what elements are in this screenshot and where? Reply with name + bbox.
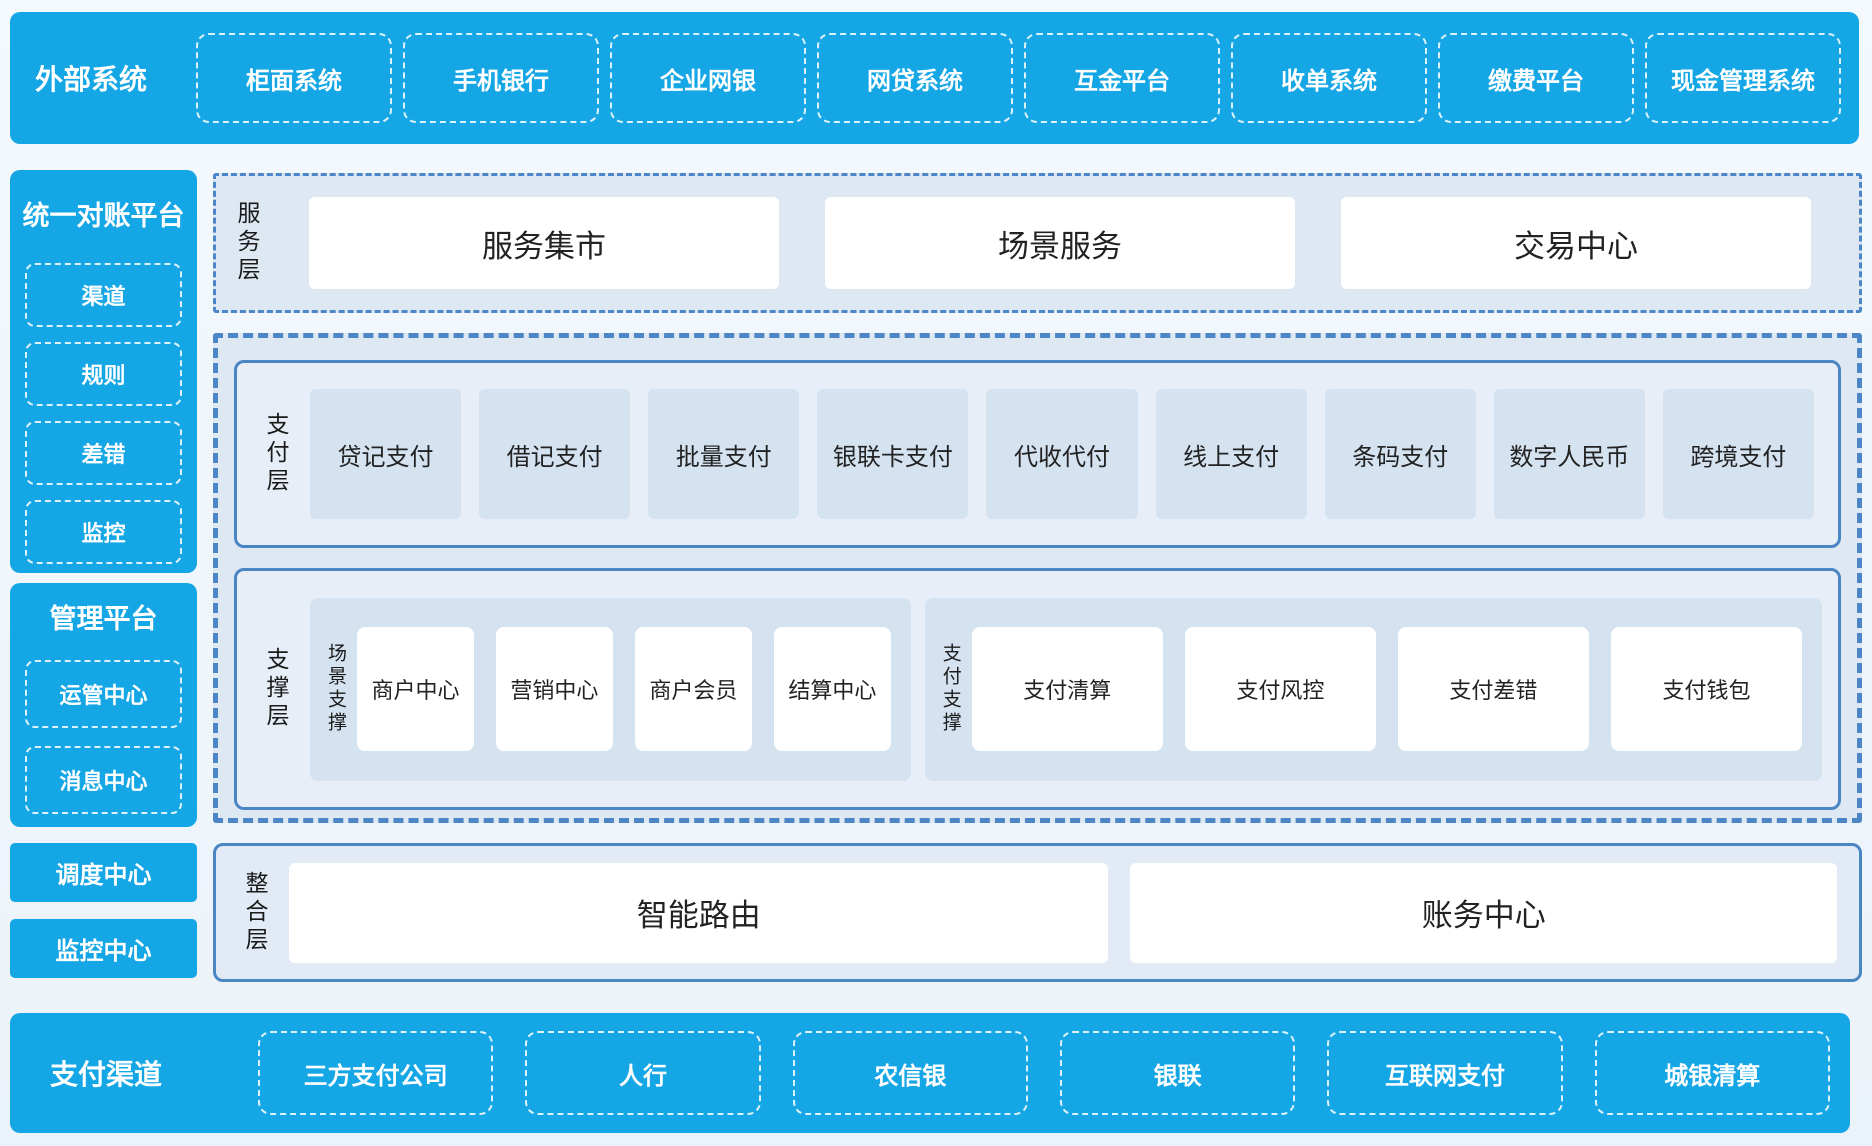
mgmt-platform-title: 管理平台 bbox=[49, 604, 158, 635]
support-item: 支付差错 bbox=[1397, 627, 1589, 751]
external-systems-bar: 外部系统 柜面系统 手机银行 企业网银 网贷系统 互金平台 收单系统 缴费平台 … bbox=[10, 12, 1859, 144]
support-group-payment: 支付支撑 支付清算 支付风控 支付差错 支付钱包 bbox=[924, 597, 1822, 781]
payment-support-label: 支付支撑 bbox=[939, 643, 962, 735]
support-layer-label: 支撑层 bbox=[262, 647, 288, 731]
payment-channels-title: 支付渠道 bbox=[50, 1058, 163, 1091]
integration-layer-items: 智能路由 账务中心 bbox=[289, 862, 1837, 963]
service-item: 交易中心 bbox=[1341, 197, 1811, 289]
payment-item: 代收代付 bbox=[986, 389, 1138, 519]
service-layer-label: 服务层 bbox=[233, 201, 259, 285]
external-system-item: 网贷系统 bbox=[817, 33, 1013, 123]
integration-item: 账务中心 bbox=[1130, 862, 1837, 963]
recon-platform-title: 统一对账平台 bbox=[22, 201, 185, 232]
recon-platform-items: 渠道 规则 差错 监控 bbox=[25, 263, 182, 564]
monitor-center-box: 监控中心 bbox=[10, 919, 197, 978]
mgmt-item: 运管中心 bbox=[25, 660, 182, 728]
scene-support-items: 商户中心 营销中心 商户会员 结算中心 bbox=[357, 627, 891, 751]
sidebar: 统一对账平台 渠道 规则 差错 监控 管理平台 运管中心 消息中心 调度中心 监… bbox=[10, 170, 197, 978]
support-layer-box: 支撑层 场景支撑 商户中心 营销中心 商户会员 结算中心 支付支撑 bbox=[234, 568, 1841, 810]
recon-item: 差错 bbox=[25, 421, 182, 485]
external-system-item: 手机银行 bbox=[403, 33, 599, 123]
integration-layer-label: 整合层 bbox=[241, 870, 267, 955]
integration-layer-box: 整合层 智能路由 账务中心 bbox=[213, 843, 1862, 982]
payment-item: 批量支付 bbox=[648, 389, 800, 519]
external-system-item: 企业网银 bbox=[610, 33, 806, 123]
recon-platform-panel: 统一对账平台 渠道 规则 差错 监控 bbox=[10, 170, 197, 573]
support-item: 支付钱包 bbox=[1610, 627, 1803, 751]
support-item: 商户中心 bbox=[357, 627, 474, 751]
support-item: 营销中心 bbox=[495, 627, 613, 751]
mgmt-platform-panel: 管理平台 运管中心 消息中心 bbox=[10, 583, 197, 827]
integration-item: 智能路由 bbox=[289, 862, 1109, 963]
payment-layer-items: 贷记支付 借记支付 批量支付 银联卡支付 代收代付 线上支付 条码支付 数字人民… bbox=[310, 389, 1814, 519]
support-item: 商户会员 bbox=[634, 627, 752, 751]
external-systems-items: 柜面系统 手机银行 企业网银 网贷系统 互金平台 收单系统 缴费平台 现金管理系… bbox=[196, 33, 1841, 123]
payment-channel-item: 城银清算 bbox=[1594, 1031, 1830, 1115]
external-system-item: 收单系统 bbox=[1231, 33, 1427, 123]
mgmt-platform-items: 运管中心 消息中心 bbox=[25, 660, 182, 814]
support-groups: 场景支撑 商户中心 营销中心 商户会员 结算中心 支付支撑 支付清算 支付风控 bbox=[310, 597, 1822, 781]
external-systems-title: 外部系统 bbox=[34, 63, 147, 96]
payment-channel-item: 人行 bbox=[525, 1031, 761, 1115]
payment-item: 贷记支付 bbox=[310, 389, 462, 519]
external-system-item: 互金平台 bbox=[1024, 33, 1220, 123]
payment-channel-item: 农信银 bbox=[792, 1031, 1028, 1115]
payment-item: 数字人民币 bbox=[1493, 389, 1645, 519]
service-layer-panel: 服务层 服务集市 场景服务 交易中心 bbox=[213, 173, 1862, 313]
payment-support-container: 支付层 贷记支付 借记支付 批量支付 银联卡支付 代收代付 线上支付 条码支付 … bbox=[213, 333, 1862, 823]
recon-item: 规则 bbox=[25, 342, 182, 406]
service-layer-items: 服务集市 场景服务 交易中心 bbox=[309, 197, 1811, 289]
recon-item: 监控 bbox=[25, 500, 182, 564]
recon-item: 渠道 bbox=[25, 263, 182, 327]
service-item: 服务集市 bbox=[309, 197, 779, 289]
support-item: 结算中心 bbox=[773, 627, 891, 751]
payment-item: 借记支付 bbox=[479, 389, 631, 519]
payment-channels-bar: 支付渠道 三方支付公司 人行 农信银 银联 互联网支付 城银清算 bbox=[10, 1013, 1850, 1133]
payment-item: 银联卡支付 bbox=[817, 389, 969, 519]
payment-support-items: 支付清算 支付风控 支付差错 支付钱包 bbox=[971, 627, 1803, 751]
support-group-scene: 场景支撑 商户中心 营销中心 商户会员 结算中心 bbox=[310, 597, 911, 781]
payment-channel-items: 三方支付公司 人行 农信银 银联 互联网支付 城银清算 bbox=[258, 1031, 1830, 1115]
payment-channel-item: 三方支付公司 bbox=[258, 1031, 494, 1115]
payment-channel-item: 银联 bbox=[1059, 1031, 1296, 1115]
payment-item: 线上支付 bbox=[1155, 389, 1307, 519]
mgmt-item: 消息中心 bbox=[25, 746, 182, 814]
external-system-item: 缴费平台 bbox=[1438, 33, 1634, 123]
external-system-item: 现金管理系统 bbox=[1645, 33, 1841, 123]
service-item: 场景服务 bbox=[825, 197, 1295, 289]
payment-item: 条码支付 bbox=[1324, 389, 1476, 519]
scene-support-label: 场景支撑 bbox=[325, 643, 347, 735]
dispatch-center-box: 调度中心 bbox=[10, 843, 197, 902]
external-system-item: 柜面系统 bbox=[196, 33, 392, 123]
payment-layer-label: 支付层 bbox=[262, 412, 288, 496]
payment-channel-item: 互联网支付 bbox=[1327, 1031, 1563, 1115]
payment-layer-box: 支付层 贷记支付 借记支付 批量支付 银联卡支付 代收代付 线上支付 条码支付 … bbox=[234, 360, 1841, 548]
payment-item: 跨境支付 bbox=[1662, 389, 1814, 519]
main-area: 服务层 服务集市 场景服务 交易中心 支付层 贷记支付 借记支付 批量支付 银联… bbox=[213, 173, 1862, 982]
support-item: 支付风控 bbox=[1184, 627, 1376, 751]
support-item: 支付清算 bbox=[971, 627, 1163, 751]
